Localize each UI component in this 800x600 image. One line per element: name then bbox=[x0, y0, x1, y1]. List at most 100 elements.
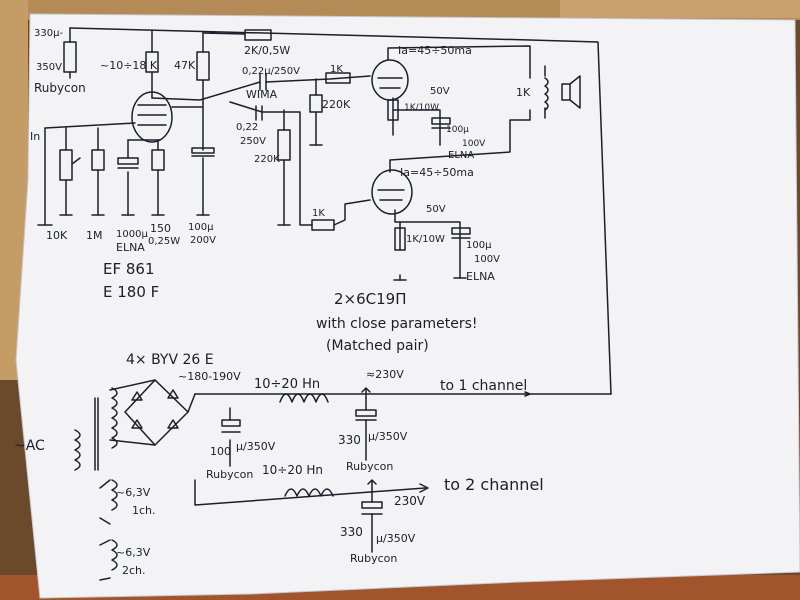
speaker-res-coil bbox=[544, 77, 549, 111]
paper-sheet bbox=[15, 13, 800, 599]
cath-cap-bottom-brand: ELNA bbox=[466, 270, 495, 283]
cap-ch2 bbox=[361, 501, 383, 509]
cath-res-bottom bbox=[394, 227, 406, 251]
grid-leak-top-label: 220K bbox=[322, 98, 351, 111]
volt-bottom-label: 50V bbox=[426, 204, 446, 215]
filter-cap-label: 100 bbox=[210, 445, 231, 458]
heater-2-voltage: ~6,3V bbox=[116, 546, 151, 559]
coupling-cap-1-brand: WIMA bbox=[246, 88, 278, 101]
choke-1 bbox=[279, 393, 329, 403]
plate-res-label: ~10÷18 K bbox=[100, 59, 158, 72]
secondary-coil bbox=[111, 387, 118, 449]
coupling-cap-1-label: 0,22μ/250V bbox=[242, 66, 300, 77]
cap-ch2-rating: μ/350V bbox=[376, 532, 416, 545]
tube-6c19-bottom bbox=[371, 169, 413, 215]
grid-pot-label: 10K bbox=[46, 229, 68, 242]
coupling-cap-2-label: 0,22 bbox=[236, 122, 258, 133]
speaker-cone bbox=[569, 75, 581, 109]
grid-pot bbox=[59, 149, 73, 181]
cathode-cap-brand: ELNA bbox=[116, 241, 145, 254]
tube-name-1: EF 861 bbox=[103, 260, 155, 278]
speaker-res-label: 1K bbox=[516, 86, 531, 99]
grid-leak-top bbox=[309, 94, 323, 113]
choke-1-label: 10÷20 Hn bbox=[254, 377, 320, 392]
screen-resistor bbox=[196, 51, 210, 81]
cathode-cap-label: 1000μ bbox=[116, 229, 148, 240]
heater-1-voltage: ~6,3V bbox=[116, 486, 151, 499]
choke-2-label: 10÷20 Hn bbox=[262, 463, 323, 477]
screen-res-label: 47K bbox=[174, 59, 196, 72]
input-cap-brand: Rubycon bbox=[34, 81, 86, 95]
cath-cap-bottom bbox=[451, 227, 471, 235]
to-channel-1: to 1 channel bbox=[440, 378, 527, 394]
cath-res-top-label: 1K/10W bbox=[404, 103, 439, 113]
coupling-cap-2-rating: 250V bbox=[240, 136, 266, 147]
input-cap-voltage: 350V bbox=[36, 62, 62, 73]
cathode-cap bbox=[117, 157, 139, 165]
components bbox=[37, 29, 581, 571]
diodes-label: 4× BYV 26 E bbox=[126, 352, 214, 368]
pot-wiper bbox=[71, 157, 81, 165]
cath-cap-top-voltage: 100V bbox=[462, 139, 486, 149]
filter-cap-brand: Rubycon bbox=[206, 468, 253, 481]
tubes-line-3: (Matched pair) bbox=[326, 338, 429, 354]
filter-cap bbox=[221, 419, 241, 427]
cap-ch1-rating: μ/350V bbox=[368, 430, 408, 443]
plate-resistor bbox=[145, 51, 159, 73]
cap-ch1-brand: Rubycon bbox=[346, 460, 393, 473]
rail-resistor bbox=[244, 29, 272, 41]
window-frame bbox=[560, 0, 800, 18]
cath-res-bottom-label: 1K/10W bbox=[406, 234, 445, 245]
input-cap bbox=[63, 41, 77, 73]
cathode-res-power: 0,25W bbox=[148, 236, 180, 247]
tubes-line-1: 2×6C19П bbox=[334, 290, 407, 308]
mains-coil bbox=[74, 429, 81, 471]
input-cap-value: 330μ- bbox=[34, 28, 63, 39]
input-label: In bbox=[30, 130, 40, 143]
cath-cap-bottom-label: 100μ bbox=[466, 240, 492, 251]
ia-top-label: Ia=45÷50ma bbox=[398, 44, 472, 57]
coupling-cap-2 bbox=[255, 105, 263, 121]
screen-cap bbox=[191, 147, 215, 154]
ia-bottom-label: Ia=45÷50ma bbox=[400, 166, 474, 179]
grid-leak-bottom bbox=[277, 129, 291, 161]
choke-2 bbox=[284, 488, 334, 497]
screen-cap-voltage: 200V bbox=[190, 235, 216, 246]
grid-stop-bottom bbox=[311, 219, 335, 231]
mains-label: ~AC bbox=[14, 438, 45, 454]
grid-stop-bottom-label: 1K bbox=[312, 208, 325, 219]
cathode-res bbox=[151, 149, 165, 171]
cath-cap-top-label: 100μ bbox=[446, 125, 469, 135]
raw-voltage-label: ~180-190V bbox=[178, 370, 241, 383]
heater-coil-2 bbox=[111, 539, 118, 571]
grid-stop-top bbox=[325, 72, 351, 84]
grid-leak-bottom-label: 220K bbox=[254, 154, 280, 165]
cap-ch1 bbox=[355, 409, 377, 417]
cap-ch2-brand: Rubycon bbox=[350, 552, 397, 565]
labels: 330μ- 350V Rubycon In ~10÷18 K 47K 10K 1… bbox=[14, 28, 544, 577]
filter-cap-rating: μ/350V bbox=[236, 440, 276, 453]
to-channel-2: to 2 channel bbox=[444, 475, 544, 494]
grid-res bbox=[91, 149, 105, 171]
cath-cap-top-brand: ELNA bbox=[448, 150, 474, 161]
heater-coil-1 bbox=[111, 479, 118, 511]
tube-name-2: E 180 F bbox=[103, 283, 159, 301]
speaker-box bbox=[561, 83, 571, 101]
screen-cap-label: 100μ bbox=[188, 222, 214, 233]
volt-top-label: 50V bbox=[430, 86, 450, 97]
b-plus-2-label: 230V bbox=[394, 494, 426, 508]
cathode-res-label: 150 bbox=[150, 222, 171, 235]
tube-ef861 bbox=[131, 91, 173, 143]
heater-1-channel: 1ch. bbox=[132, 504, 156, 517]
b-plus-1-label: ≈230V bbox=[366, 368, 404, 381]
cap-ch2-label: 330 bbox=[340, 525, 363, 539]
tubes-line-2: with close parameters! bbox=[316, 316, 477, 332]
rail-res-label: 2K/0,5W bbox=[244, 44, 290, 57]
cath-cap-bottom-voltage: 100V bbox=[474, 254, 500, 265]
grid-res-label: 1M bbox=[86, 229, 103, 242]
heater-2-channel: 2ch. bbox=[122, 564, 146, 577]
cath-cap-top bbox=[431, 117, 451, 125]
grid-stop-top-label: 1K bbox=[330, 64, 343, 75]
coupling-cap-1 bbox=[259, 73, 267, 91]
